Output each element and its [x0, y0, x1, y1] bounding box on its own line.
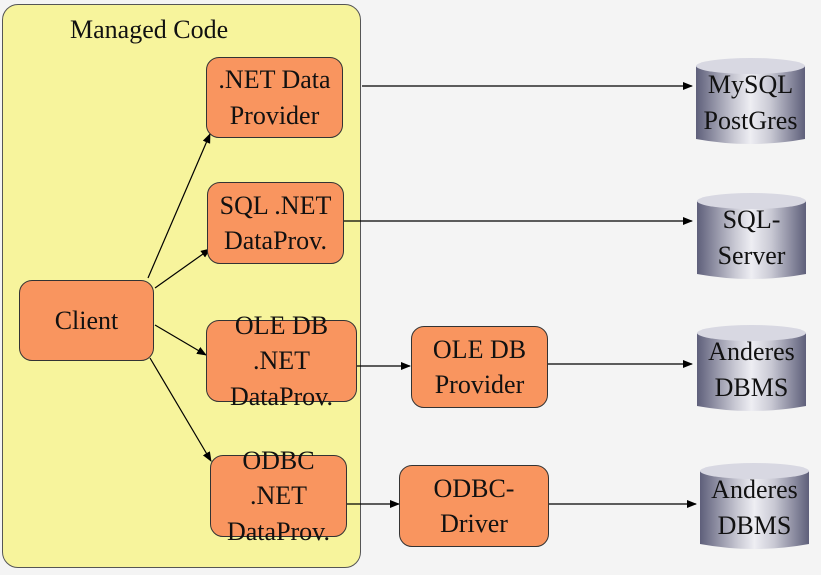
database-label: Anderes DBMS — [708, 336, 795, 402]
arrow-client-to-oledb-provider — [154, 324, 207, 356]
database-label: SQL- Server — [717, 204, 786, 270]
odbc-net-provider-box: ODBC .NET DataProv. — [210, 446, 347, 546]
sql-net-provider-box: SQL .NET DataProv. — [207, 182, 344, 264]
oledb-provider-box: OLE DB Provider — [411, 326, 548, 408]
arrow-client-to-net-provider — [147, 133, 211, 279]
database-other-dbms-2: Anderes DBMS — [699, 462, 810, 554]
database-other-dbms-1: Anderes DBMS — [696, 324, 807, 416]
oledb-net-provider-box: OLE DB .NET DataProv. — [206, 311, 357, 411]
client-box: Client — [19, 280, 154, 361]
arrow-client-to-sql-provider — [154, 248, 211, 289]
database-label: MySQL PostGres — [703, 69, 798, 135]
managed-code-title: Managed Code — [70, 15, 229, 44]
database-label: Anderes DBMS — [711, 474, 798, 540]
net-data-provider-box: .NET Data Provider — [206, 57, 343, 138]
arrow-client-to-odbc-provider — [149, 357, 212, 462]
database-mysql-postgres: MySQL PostGres — [695, 57, 806, 149]
odbc-driver-box: ODBC-Driver — [399, 465, 549, 547]
database-sql-server: SQL- Server — [696, 192, 807, 284]
